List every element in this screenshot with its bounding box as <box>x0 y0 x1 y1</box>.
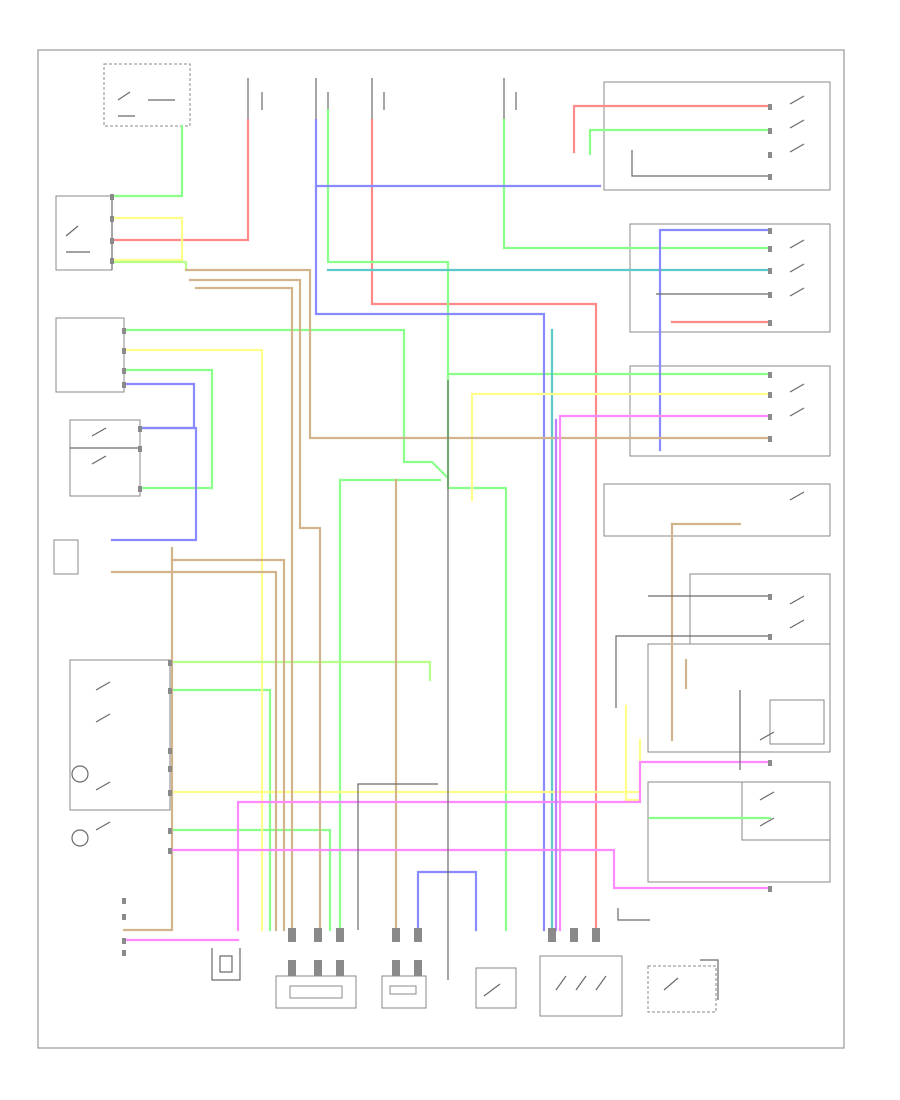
left-switch-block-4-contacts <box>71 681 111 847</box>
bottom-connector-pins <box>288 928 600 976</box>
right-relay-box-6-inner <box>769 699 825 745</box>
wire-black-8 <box>617 908 650 921</box>
wire-pink-1 <box>168 848 772 890</box>
fuse-group-top <box>247 78 517 120</box>
right-relay-box-6 <box>647 643 831 753</box>
wire-yellow-5 <box>110 216 184 262</box>
left-connector-1-switch <box>65 225 90 253</box>
wire-blue-1 <box>314 118 602 188</box>
left-switch-block-2 <box>55 317 125 393</box>
diagram-frame <box>37 49 845 1049</box>
wire-pink-2 <box>236 760 772 932</box>
wire-green-5 <box>122 328 450 480</box>
wire-green-4 <box>326 108 508 932</box>
wire-black-7 <box>357 783 438 930</box>
wire-green-11 <box>124 368 214 490</box>
wire-light-green-1 <box>110 260 188 272</box>
wire-green-2 <box>588 128 772 156</box>
wire-light-green-2 <box>168 660 432 682</box>
wire-tan-5 <box>170 558 286 932</box>
wire-tan-4 <box>110 570 278 932</box>
wire-yellow-1 <box>122 348 264 932</box>
right-relay-box-7-inner <box>741 781 831 841</box>
right-connector-ticks <box>768 104 772 892</box>
top-left-relay-box <box>103 63 191 127</box>
left-switch-block-3 <box>69 419 141 497</box>
left-connector-ticks <box>110 194 172 956</box>
bottom-switch-4 <box>475 967 517 1009</box>
wire-green-1 <box>110 124 184 198</box>
right-relay-box-2 <box>629 223 831 333</box>
wire-tan-2 <box>188 278 322 932</box>
wire-blue-4 <box>122 382 196 430</box>
bottom-relay-5 <box>539 955 623 1017</box>
wire-tan-6 <box>122 546 174 932</box>
right-relay-box-3 <box>629 365 831 457</box>
bottom-module-3 <box>381 975 427 1009</box>
wire-green-7 <box>338 478 442 932</box>
wire-blue-3 <box>658 228 772 452</box>
wire-tan-1 <box>184 268 772 440</box>
wire-red-3 <box>572 104 772 154</box>
wire-blue-6 <box>416 870 478 932</box>
wire-blue-2 <box>314 184 546 932</box>
wire-pink-3 <box>558 414 772 932</box>
wire-yellow-2 <box>470 392 772 502</box>
wire-red-1 <box>110 118 250 242</box>
right-relay-box-4 <box>603 483 831 537</box>
bottom-relay-5-contacts <box>555 975 607 991</box>
wire-green-3 <box>502 118 772 250</box>
bottom-left-sensor <box>211 948 241 981</box>
wire-red-2 <box>370 118 598 932</box>
bottom-module-2-inner <box>289 985 343 999</box>
wire-black-4 <box>631 150 770 177</box>
bottom-switch-4-contact <box>483 983 501 997</box>
bottom-relay-6-contacts <box>663 959 719 1000</box>
wire-black-1 <box>615 635 770 708</box>
wire-green-9 <box>168 828 332 932</box>
wire-yellow-4 <box>624 704 642 802</box>
wire-tan-3 <box>194 286 294 932</box>
bottom-module-3-inner <box>389 985 417 995</box>
bottom-relay-6 <box>647 965 717 1013</box>
top-left-relay-switch <box>117 91 175 117</box>
wire-blue-5 <box>110 426 198 542</box>
wire-green-8 <box>168 688 272 932</box>
left-module-square <box>53 539 79 575</box>
right-relay-box-7 <box>647 781 831 883</box>
right-relay-box-1 <box>603 81 831 191</box>
left-switch-block-3-contacts <box>91 427 107 465</box>
right-relay-contacts <box>759 95 805 827</box>
left-connector-1 <box>55 195 113 271</box>
left-switch-block-4 <box>69 659 171 811</box>
right-relay-box-5 <box>689 573 831 645</box>
bottom-module-2 <box>275 975 357 1009</box>
